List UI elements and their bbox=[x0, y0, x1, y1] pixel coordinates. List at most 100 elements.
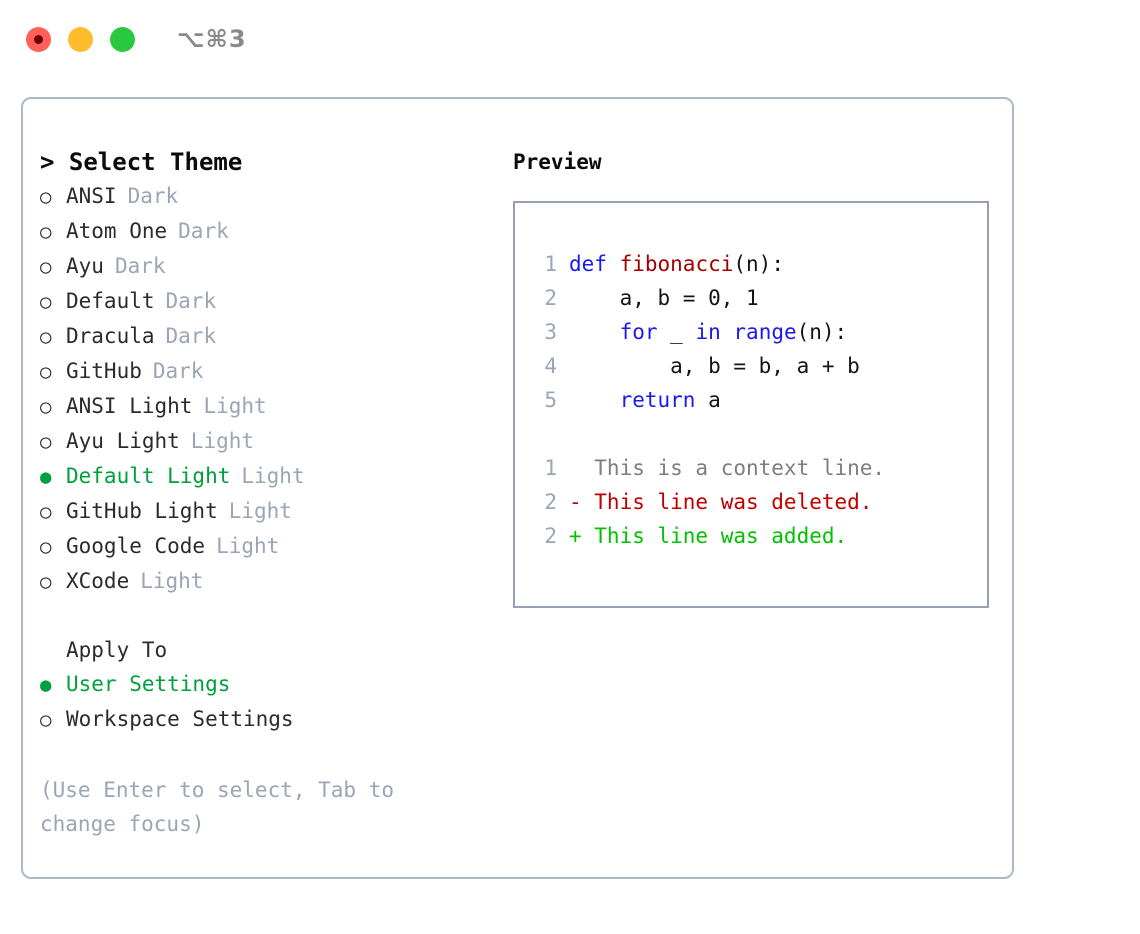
section-spacer bbox=[40, 599, 503, 633]
apply-to-option-workspace-settings[interactable]: ○ Workspace Settings bbox=[40, 702, 503, 737]
diff-line: 1 This is a context line. bbox=[529, 451, 987, 485]
radio-selected-icon: ● bbox=[40, 466, 52, 488]
code-line: 2 a, b = 0, 1 bbox=[529, 281, 987, 315]
theme-option-label: GitHub bbox=[66, 359, 142, 383]
select-theme-header: > Select Theme bbox=[40, 148, 243, 176]
theme-variant-badge: Dark bbox=[114, 254, 166, 278]
theme-option-github-light[interactable]: ○ GitHub Light Light bbox=[40, 494, 503, 529]
preview-title: Preview bbox=[513, 150, 602, 174]
theme-variant-badge: Light bbox=[228, 499, 292, 523]
diff-line: 2 - This line was deleted. bbox=[529, 485, 987, 519]
theme-option-label: Ayu Light bbox=[66, 429, 180, 453]
theme-option-ansi[interactable]: ○ ANSI Dark bbox=[40, 179, 503, 214]
code-token-plain bbox=[721, 320, 734, 344]
theme-option-atom-one[interactable]: ○ Atom One Dark bbox=[40, 214, 503, 249]
theme-variant-badge: Dark bbox=[165, 289, 217, 313]
code-token-plain bbox=[569, 388, 620, 412]
code-token-plain: a bbox=[695, 388, 721, 412]
code-line: 1 def fibonacci(n): bbox=[529, 247, 987, 281]
code-token-kw: range bbox=[733, 320, 797, 344]
theme-option-label: GitHub Light bbox=[66, 499, 218, 523]
code-line-text: def fibonacci(n): bbox=[569, 247, 784, 281]
theme-option-label: Ayu bbox=[66, 254, 104, 278]
theme-option-label: ANSI Light bbox=[66, 394, 193, 418]
diff-line: 2+ This line was added. bbox=[529, 519, 987, 553]
theme-option-ayu-light[interactable]: ○ Ayu Light Light bbox=[40, 424, 503, 459]
radio-selected-icon: ● bbox=[40, 674, 52, 696]
code-line-number: 2 bbox=[544, 286, 557, 310]
apply-to-option-user-settings[interactable]: ●User Settings bbox=[40, 667, 503, 702]
diff-line-text-del: - This line was deleted. bbox=[569, 490, 873, 514]
radio-unselected-icon: ○ bbox=[40, 361, 52, 383]
code-line-number: 3 bbox=[544, 320, 557, 344]
keyboard-hint-text: (Use Enter to select, Tab to change focu… bbox=[40, 778, 395, 836]
theme-option-label: Google Code bbox=[66, 534, 206, 558]
radio-unselected-icon: ○ bbox=[40, 291, 52, 313]
code-token-plain: (n): bbox=[796, 320, 848, 344]
code-line-number: 1 bbox=[544, 252, 557, 276]
code-line-text: a, b = 0, 1 bbox=[569, 281, 759, 315]
code-token-plain bbox=[607, 252, 620, 276]
code-token-plain: _ bbox=[657, 320, 696, 344]
apply-to-option-label: Workspace Settings bbox=[66, 707, 294, 731]
theme-option-label: XCode bbox=[66, 569, 130, 593]
radio-unselected-icon: ○ bbox=[40, 186, 52, 208]
window-titlebar: ⌥⌘3 bbox=[0, 0, 1140, 78]
diff-line-text-add: + This line was added. bbox=[569, 524, 848, 548]
theme-option-label: ANSI bbox=[66, 184, 117, 208]
radio-unselected-icon: ○ bbox=[40, 396, 52, 418]
theme-option-default[interactable]: ○ Default Dark bbox=[40, 284, 503, 319]
close-icon bbox=[34, 34, 43, 44]
code-token-plain: (n): bbox=[733, 252, 784, 276]
radio-unselected-icon: ○ bbox=[40, 501, 52, 523]
code-token-plain bbox=[569, 320, 620, 344]
diff-line-number: 2 bbox=[544, 490, 557, 514]
theme-option-ansi-light[interactable]: ○ ANSI Light Light bbox=[40, 389, 503, 424]
radio-unselected-icon: ○ bbox=[40, 221, 52, 243]
theme-option-label: Dracula bbox=[66, 324, 155, 348]
close-button[interactable] bbox=[26, 26, 51, 52]
radio-unselected-icon: ○ bbox=[40, 431, 52, 453]
code-token-plain: a, b = 0, 1 bbox=[569, 286, 759, 310]
theme-variant-badge: Light bbox=[203, 394, 267, 418]
theme-variant-badge: Dark bbox=[127, 184, 179, 208]
code-token-fn: fibonacci bbox=[619, 252, 734, 276]
apply-to-header: Apply To bbox=[66, 638, 168, 662]
theme-option-default-light[interactable]: ● Default Light Light bbox=[40, 459, 503, 494]
theme-option-label: Default Light bbox=[66, 464, 231, 488]
code-token-kw: def bbox=[569, 252, 607, 276]
code-line-text: for _ in range(n): bbox=[569, 315, 848, 349]
diff-line-number: 1 bbox=[544, 456, 557, 480]
zoom-button[interactable] bbox=[110, 26, 135, 52]
code-line: 3 for _ in range(n): bbox=[529, 315, 987, 349]
theme-option-label: Default bbox=[66, 289, 155, 313]
theme-variant-badge: Light bbox=[216, 534, 280, 558]
theme-variant-badge: Light bbox=[190, 429, 255, 453]
theme-option-label: Atom One bbox=[66, 219, 168, 243]
theme-variant-badge: Light bbox=[241, 464, 305, 488]
apply-to-option-list[interactable]: ●User Settings ○ Workspace Settings bbox=[40, 667, 503, 737]
radio-unselected-icon: ○ bbox=[40, 709, 52, 731]
diff-sample: 1 This is a context line. 2 - This line wa… bbox=[529, 451, 987, 553]
keyboard-shortcut-label: ⌥⌘3 bbox=[177, 25, 247, 53]
theme-variant-badge: Dark bbox=[178, 219, 229, 243]
theme-option-dracula[interactable]: ○ Dracula Dark bbox=[40, 319, 503, 354]
code-line: 4 a, b = b, a + b bbox=[529, 349, 987, 383]
minimize-button[interactable] bbox=[68, 26, 93, 52]
theme-variant-badge: Dark bbox=[165, 324, 217, 348]
code-diff-spacer bbox=[529, 417, 987, 451]
code-token-kw: return bbox=[619, 388, 696, 412]
radio-unselected-icon: ○ bbox=[40, 326, 52, 348]
code-line-number: 5 bbox=[544, 388, 557, 412]
radio-unselected-icon: ○ bbox=[40, 571, 52, 593]
code-token-kw: in bbox=[695, 320, 721, 344]
